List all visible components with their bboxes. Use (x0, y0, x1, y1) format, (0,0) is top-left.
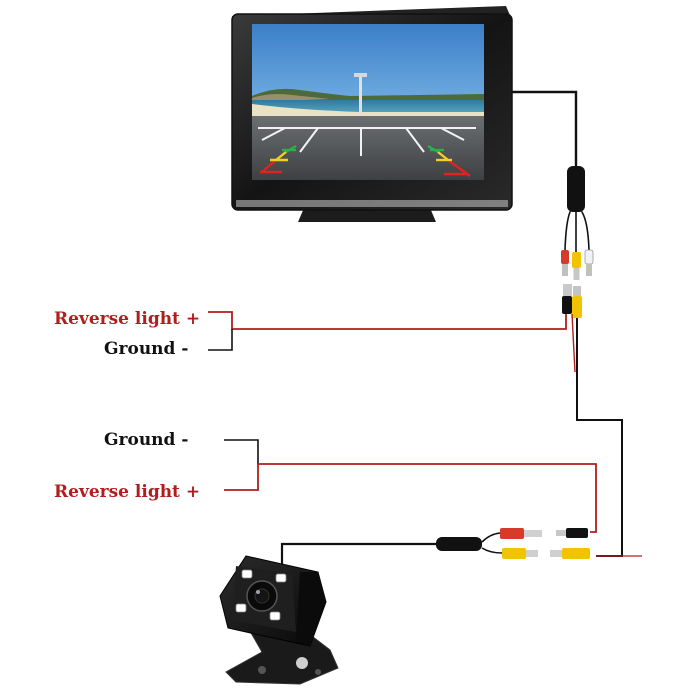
monitor-rca-connectors (561, 249, 594, 280)
label-top-reverse-light: Reverse light + (54, 309, 201, 329)
label-bottom-reverse-light: Reverse light + (54, 482, 201, 502)
video-extension-cable (576, 318, 623, 557)
monitor-splitter (567, 166, 585, 212)
camera-splitter (436, 537, 482, 551)
label-top-ground: Ground - (104, 339, 189, 359)
wire-top-reverse (208, 311, 567, 330)
camera-leds (235, 569, 287, 621)
monitor-cable (510, 90, 590, 253)
wire-bottom-ground (224, 439, 259, 464)
camera-rca-connectors (500, 528, 542, 559)
monitor-stand (298, 208, 436, 222)
monitor (231, 6, 513, 222)
wire-bottom-reverse (224, 463, 597, 533)
monitor-screen (252, 24, 484, 180)
extension-top-connectors (562, 284, 582, 318)
wires (208, 311, 642, 557)
label-bottom-ground: Ground - (104, 430, 189, 450)
wire-top-ground (208, 329, 233, 351)
camera (219, 555, 339, 685)
extension-bottom-connectors (550, 528, 590, 559)
